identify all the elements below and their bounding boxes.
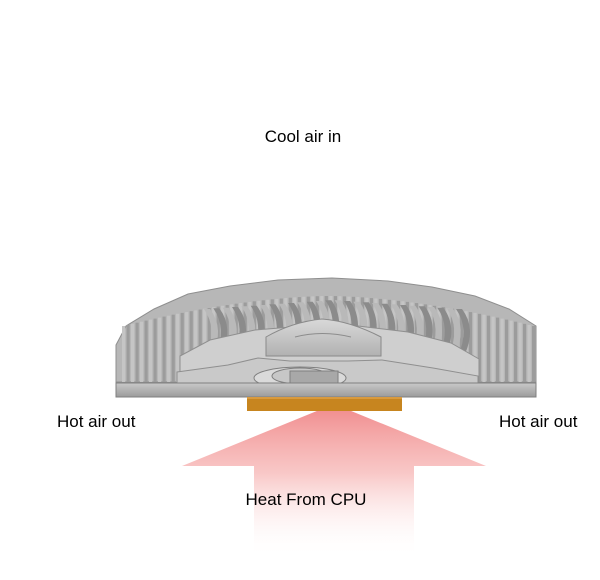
outer-fin: [523, 323, 527, 382]
radial-fin-heatsink-icon: [115, 277, 537, 411]
outer-fin: [144, 320, 148, 382]
outer-fin: [527, 324, 531, 382]
upward-heat-arrow-icon: [182, 404, 486, 558]
outer-fin: [194, 310, 198, 382]
outer-fin: [167, 315, 171, 382]
outer-fin: [505, 319, 509, 382]
outer-fin: [158, 317, 162, 382]
inner-fin: [456, 309, 471, 356]
outer-fin: [518, 322, 522, 382]
outer-fin: [131, 323, 135, 382]
outer-fin: [532, 326, 536, 382]
outer-fin: [468, 312, 473, 382]
hot-air-out-right-label: Hot air out: [499, 412, 578, 431]
outer-fin: [459, 310, 464, 382]
outer-fin: [473, 312, 477, 382]
outer-fin: [514, 321, 518, 382]
outer-fin: [180, 312, 184, 382]
outer-fin: [509, 320, 513, 382]
inner-fin: [446, 308, 461, 356]
heat-from-cpu-label: Heat From CPU: [245, 490, 367, 509]
outer-fin: [171, 314, 175, 382]
outer-fin: [486, 315, 491, 382]
outer-fin: [135, 322, 139, 382]
outer-fin: [149, 319, 153, 382]
outer-fin: [482, 314, 486, 382]
outer-fin: [185, 312, 189, 382]
outer-fin: [153, 318, 157, 382]
outer-fin: [491, 316, 495, 382]
outer-fin: [122, 326, 126, 382]
outer-fin: [140, 321, 144, 382]
outer-fin: [189, 311, 193, 382]
hot-air-out-left-label: Hot air out: [57, 412, 136, 431]
outer-fin: [126, 324, 130, 382]
outer-fin: [500, 318, 504, 382]
outer-fin: [496, 317, 500, 382]
outer-fin: [176, 313, 180, 382]
outer-fin: [477, 313, 482, 382]
cool-air-in-label: Cool air in: [264, 127, 342, 146]
outer-fin: [162, 316, 166, 382]
